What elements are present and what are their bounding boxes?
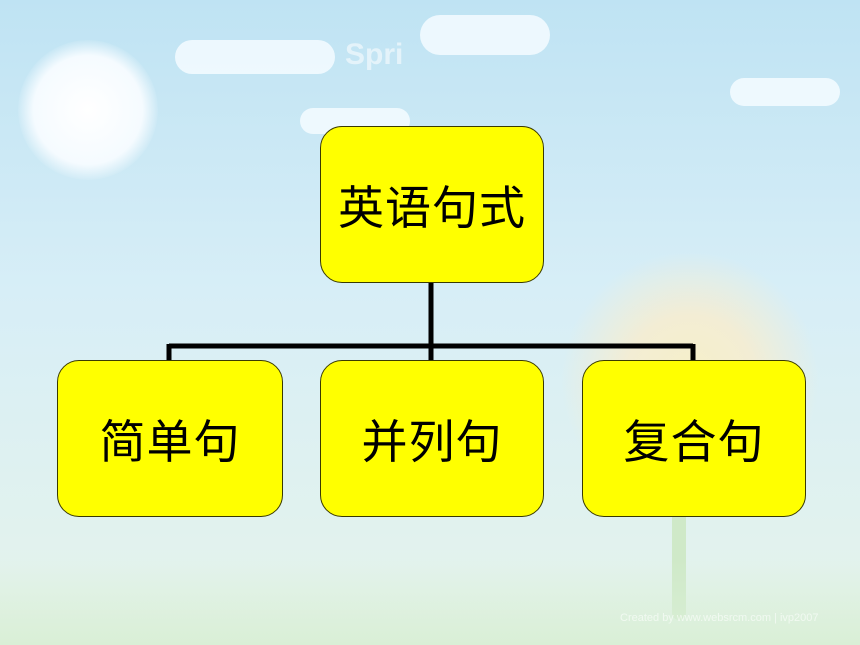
root-node-label: 英语句式 xyxy=(338,180,526,235)
child-node-complex-sentence: 复合句 xyxy=(582,360,806,517)
child-node-label: 简单句 xyxy=(99,414,241,469)
cloud-decoration xyxy=(420,15,550,55)
child-node-label: 并列句 xyxy=(361,414,503,469)
child-node-label: 复合句 xyxy=(623,414,765,469)
cloud-decoration xyxy=(175,40,335,74)
child-node-compound-sentence: 并列句 xyxy=(320,360,544,517)
child-node-simple-sentence: 简单句 xyxy=(57,360,283,517)
root-node: 英语句式 xyxy=(320,126,544,283)
sun-decoration xyxy=(18,40,158,180)
background-title: Spri xyxy=(345,38,404,71)
cloud-decoration xyxy=(730,78,840,106)
watermark-text: Created by www.websrcm.com | ivp2007 xyxy=(620,612,819,624)
grass-decoration xyxy=(0,560,860,645)
